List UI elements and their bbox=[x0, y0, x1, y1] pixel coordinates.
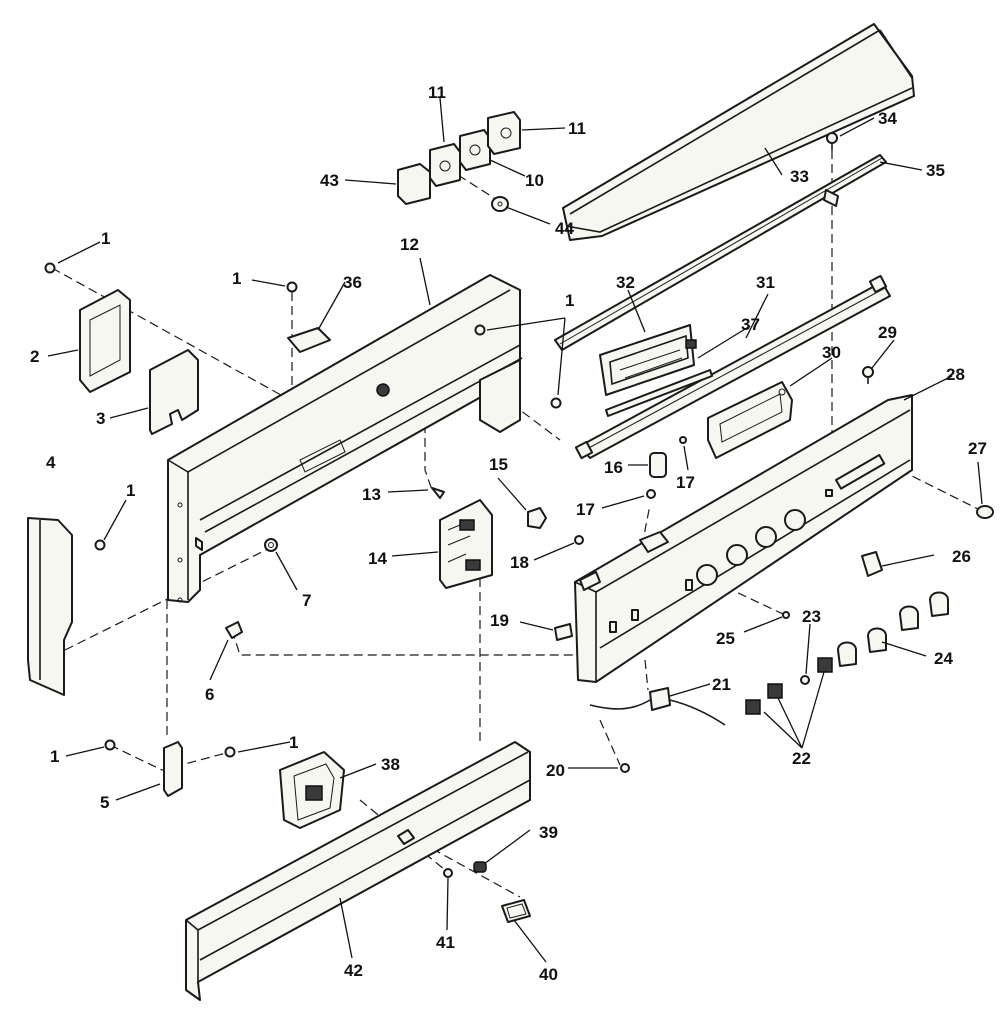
nut-23 bbox=[800, 675, 810, 685]
screw-18 bbox=[574, 535, 584, 545]
leader-lines bbox=[47, 97, 983, 963]
callout-1: 1 bbox=[565, 291, 574, 310]
clip-6 bbox=[225, 621, 243, 639]
callout-1: 1 bbox=[126, 481, 135, 500]
callout-10: 10 bbox=[525, 171, 544, 190]
callout-23: 23 bbox=[802, 607, 821, 626]
callout-29: 29 bbox=[878, 323, 897, 342]
callout-43: 43 bbox=[320, 171, 339, 190]
callout-14: 14 bbox=[368, 549, 387, 568]
callout-2: 2 bbox=[30, 347, 39, 366]
screw-29 bbox=[862, 366, 874, 384]
callout-7: 7 bbox=[302, 591, 311, 610]
fluorescent-tube-31 bbox=[574, 274, 891, 460]
callout-12: 12 bbox=[400, 235, 419, 254]
knob-27 bbox=[976, 505, 994, 519]
bracket-30 bbox=[707, 381, 793, 459]
callout-1: 1 bbox=[50, 747, 59, 766]
clock-timer-32 bbox=[599, 324, 697, 396]
callout-labels: 1 1 1 1 1 1 2 3 4 5 6 7 10 11 11 12 13 1… bbox=[30, 83, 987, 984]
switch-block-11-10-43 bbox=[397, 111, 521, 205]
callout-4: 4 bbox=[46, 453, 56, 472]
lamp-cover-40 bbox=[501, 899, 531, 923]
callout-33: 33 bbox=[790, 167, 809, 186]
trim-strip-35 bbox=[554, 154, 887, 351]
bracket-5 bbox=[163, 741, 183, 797]
callout-11: 11 bbox=[428, 83, 446, 102]
screw-41 bbox=[443, 868, 453, 878]
callout-38: 38 bbox=[381, 755, 400, 774]
callout-18: 18 bbox=[510, 553, 529, 572]
washer-44 bbox=[491, 196, 509, 212]
screw-17b bbox=[679, 436, 687, 444]
callout-3: 3 bbox=[96, 409, 105, 428]
callout-5: 5 bbox=[100, 793, 109, 812]
callout-31: 31 bbox=[756, 273, 775, 292]
callout-27: 27 bbox=[968, 439, 987, 458]
callout-11: 11 bbox=[568, 119, 586, 138]
spring-39 bbox=[473, 861, 487, 873]
nut-7 bbox=[264, 538, 278, 552]
callout-24: 24 bbox=[934, 649, 953, 668]
control-panel-28 bbox=[574, 394, 913, 683]
callout-40: 40 bbox=[539, 965, 558, 984]
clip-36 bbox=[287, 327, 331, 353]
callout-35: 35 bbox=[926, 161, 945, 180]
side-bracket-3 bbox=[149, 349, 199, 435]
switches-22 bbox=[745, 657, 833, 715]
harness-21 bbox=[589, 687, 726, 726]
callout-17: 17 bbox=[576, 500, 595, 519]
callout-39: 39 bbox=[539, 823, 558, 842]
clip-19 bbox=[554, 623, 573, 641]
callout-1: 1 bbox=[101, 229, 110, 248]
callout-1: 1 bbox=[289, 733, 298, 752]
callout-21: 21 bbox=[712, 675, 731, 694]
callout-28: 28 bbox=[946, 365, 965, 384]
callout-19: 19 bbox=[490, 611, 509, 630]
knobs-24 bbox=[837, 591, 949, 667]
screw-17a bbox=[646, 489, 656, 499]
callout-16: 16 bbox=[604, 458, 623, 477]
screw-34 bbox=[826, 132, 838, 150]
switch-15 bbox=[527, 507, 547, 529]
top-trim-33 bbox=[562, 23, 915, 241]
callout-17: 17 bbox=[676, 473, 695, 492]
callout-36: 36 bbox=[343, 273, 362, 292]
end-cap-4 bbox=[27, 517, 73, 696]
callout-41: 41 bbox=[436, 933, 455, 952]
back-panel-12 bbox=[167, 274, 523, 603]
screw-25 bbox=[782, 611, 790, 619]
callout-1: 1 bbox=[232, 269, 241, 288]
cover-38 bbox=[279, 751, 345, 829]
callout-6: 6 bbox=[205, 685, 214, 704]
lower-panel-42 bbox=[185, 741, 531, 1001]
screw-13 bbox=[431, 487, 445, 499]
callout-30: 30 bbox=[822, 343, 841, 362]
callout-15: 15 bbox=[489, 455, 508, 474]
callout-22: 22 bbox=[792, 749, 811, 768]
callout-20: 20 bbox=[546, 761, 565, 780]
callout-42: 42 bbox=[344, 961, 363, 980]
callout-44: 44 bbox=[555, 219, 574, 238]
lens-strip-37 bbox=[605, 369, 713, 417]
callout-13: 13 bbox=[362, 485, 381, 504]
side-bracket-2 bbox=[79, 289, 131, 393]
callout-26: 26 bbox=[952, 547, 971, 566]
callout-34: 34 bbox=[878, 109, 897, 128]
screw-20 bbox=[620, 763, 630, 773]
control-board-14 bbox=[439, 499, 493, 589]
lamp-16 bbox=[649, 452, 667, 478]
screws-1 bbox=[44, 262, 562, 758]
bracket-26 bbox=[861, 551, 883, 577]
callout-25: 25 bbox=[716, 629, 735, 648]
callout-37: 37 bbox=[741, 315, 760, 334]
callout-32: 32 bbox=[616, 273, 635, 292]
